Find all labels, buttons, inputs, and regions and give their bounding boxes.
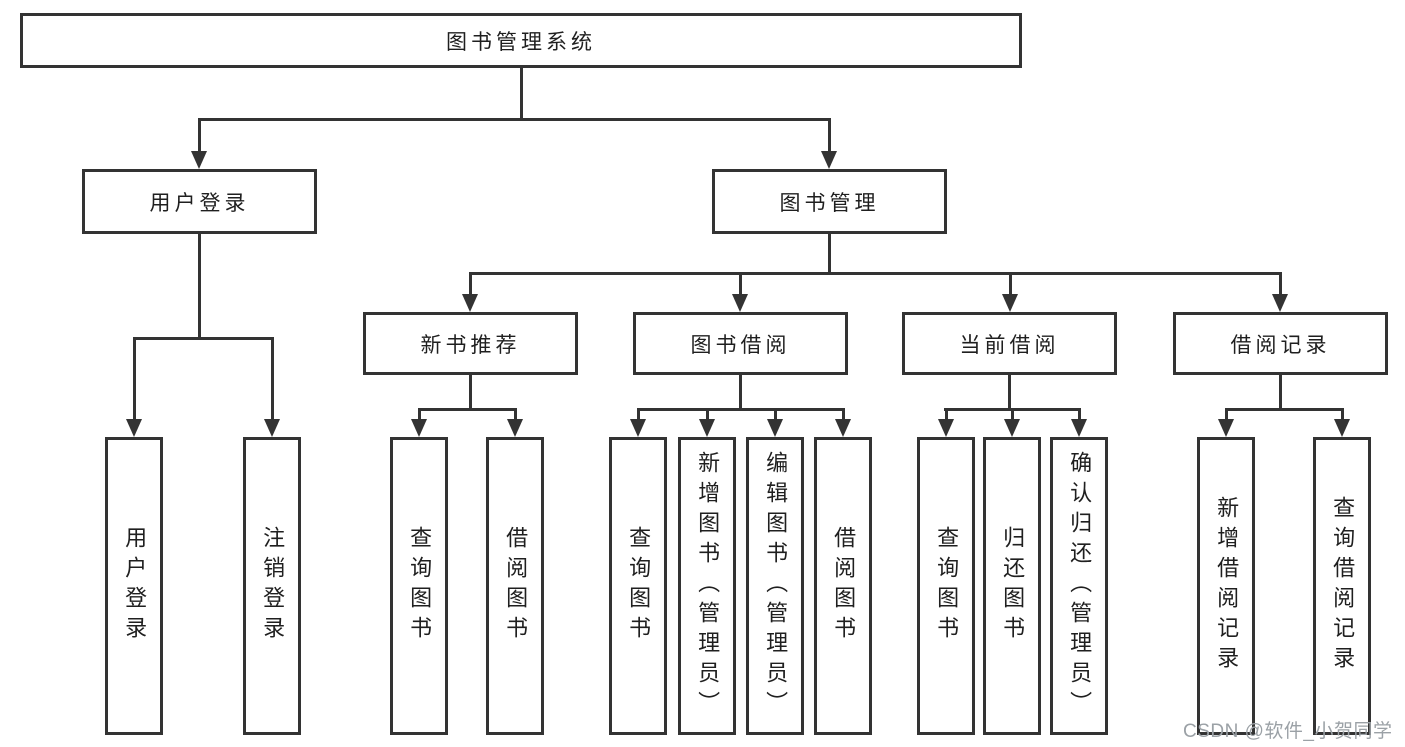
connector-line <box>133 337 274 340</box>
connector-line <box>1078 408 1081 425</box>
connector-line <box>1341 408 1344 425</box>
arrow-down-icon <box>507 419 523 437</box>
arrow-down-icon <box>1002 294 1018 312</box>
connector-line <box>1009 272 1012 297</box>
arrow-down-icon <box>732 294 748 312</box>
node-borrow-records-label: 借阅记录 <box>1230 333 1331 357</box>
connector-line <box>469 272 472 297</box>
connector-line <box>133 337 136 422</box>
leaf-confirm-return-admin: 确认归还（管理员） <box>1050 437 1108 735</box>
leaf-query-books-borrow-label: 查询图书 <box>626 526 652 646</box>
connector-line <box>1011 408 1014 425</box>
leaf-query-books-current: 查询图书 <box>917 437 975 735</box>
arrow-down-icon <box>630 419 646 437</box>
leaf-add-borrow-record-label: 新增借阅记录 <box>1214 496 1240 676</box>
connector-line <box>842 408 845 425</box>
node-new-book-recommend-label: 新书推荐 <box>420 333 521 357</box>
csdn-watermark: CSDN @软件_小贺同学 <box>1183 721 1393 742</box>
connector-line <box>1008 375 1011 411</box>
node-book-borrow: 图书借阅 <box>633 312 848 375</box>
leaf-borrow-books-label: 借阅图书 <box>831 526 857 646</box>
leaf-add-borrow-record: 新增借阅记录 <box>1197 437 1255 735</box>
arrow-down-icon <box>1218 419 1234 437</box>
connector-line <box>739 375 742 411</box>
connector-line <box>828 118 831 154</box>
leaf-logout: 注销登录 <box>243 437 301 735</box>
connector-line <box>637 408 640 425</box>
connector-line <box>271 337 274 422</box>
node-book-management-label: 图书管理 <box>779 191 880 215</box>
leaf-query-books-recommend: 查询图书 <box>390 437 448 735</box>
arrow-down-icon <box>411 419 427 437</box>
leaf-query-books-current-label: 查询图书 <box>934 526 960 646</box>
connector-line <box>514 408 517 425</box>
leaf-edit-book-admin: 编辑图书（管理员） <box>746 437 804 735</box>
arrow-down-icon <box>1334 419 1350 437</box>
node-book-borrow-label: 图书借阅 <box>690 333 791 357</box>
node-book-management: 图书管理 <box>712 169 947 234</box>
leaf-query-books-recommend-label: 查询图书 <box>407 526 433 646</box>
leaf-edit-book-admin-label: 编辑图书（管理员） <box>763 451 789 721</box>
connector-line <box>469 375 472 411</box>
leaf-query-borrow-record-label: 查询借阅记录 <box>1330 496 1356 676</box>
node-root-label: 图书管理系统 <box>446 30 596 54</box>
node-user-login: 用户登录 <box>82 169 317 234</box>
node-current-borrow: 当前借阅 <box>902 312 1117 375</box>
leaf-query-borrow-record: 查询借阅记录 <box>1313 437 1371 735</box>
arrow-down-icon <box>821 151 837 169</box>
arrow-down-icon <box>126 419 142 437</box>
leaf-borrow-books-recommend-label: 借阅图书 <box>503 526 529 646</box>
leaf-logout-label: 注销登录 <box>260 526 286 646</box>
node-current-borrow-label: 当前借阅 <box>959 333 1060 357</box>
connector-line <box>774 408 777 425</box>
leaf-query-books-borrow: 查询图书 <box>609 437 667 735</box>
arrow-down-icon <box>462 294 478 312</box>
connector-line <box>945 408 948 425</box>
leaf-return-book-label: 归还图书 <box>1000 526 1026 646</box>
connector-line <box>469 272 1282 275</box>
node-new-book-recommend: 新书推荐 <box>363 312 578 375</box>
leaf-return-book: 归还图书 <box>983 437 1041 735</box>
connector-line <box>706 408 709 425</box>
arrow-down-icon <box>699 419 715 437</box>
arrow-down-icon <box>1004 419 1020 437</box>
node-borrow-records: 借阅记录 <box>1173 312 1388 375</box>
arrow-down-icon <box>191 151 207 169</box>
connector-line <box>739 272 742 297</box>
arrow-down-icon <box>835 419 851 437</box>
arrow-down-icon <box>1071 419 1087 437</box>
connector-line <box>418 408 517 411</box>
node-root: 图书管理系统 <box>20 13 1022 68</box>
connector-line <box>828 234 831 275</box>
connector-line <box>198 234 201 340</box>
connector-line <box>198 118 201 154</box>
connector-line <box>418 408 421 425</box>
leaf-user-login-label: 用户登录 <box>122 526 148 646</box>
connector-line <box>1225 408 1344 411</box>
leaf-confirm-return-admin-label: 确认归还（管理员） <box>1067 451 1093 721</box>
arrow-down-icon <box>264 419 280 437</box>
connector-line <box>198 118 831 121</box>
leaf-add-book-admin: 新增图书（管理员） <box>678 437 736 735</box>
node-user-login-label: 用户登录 <box>149 191 250 215</box>
connector-line <box>637 408 845 411</box>
arrow-down-icon <box>938 419 954 437</box>
connector-line <box>520 68 523 121</box>
leaf-add-book-admin-label: 新增图书（管理员） <box>695 451 721 721</box>
arrow-down-icon <box>767 419 783 437</box>
connector-line <box>1279 375 1282 411</box>
arrow-down-icon <box>1272 294 1288 312</box>
leaf-borrow-books: 借阅图书 <box>814 437 872 735</box>
leaf-borrow-books-recommend: 借阅图书 <box>486 437 544 735</box>
leaf-user-login: 用户登录 <box>105 437 163 735</box>
connector-line <box>1279 272 1282 297</box>
connector-line <box>1225 408 1228 425</box>
